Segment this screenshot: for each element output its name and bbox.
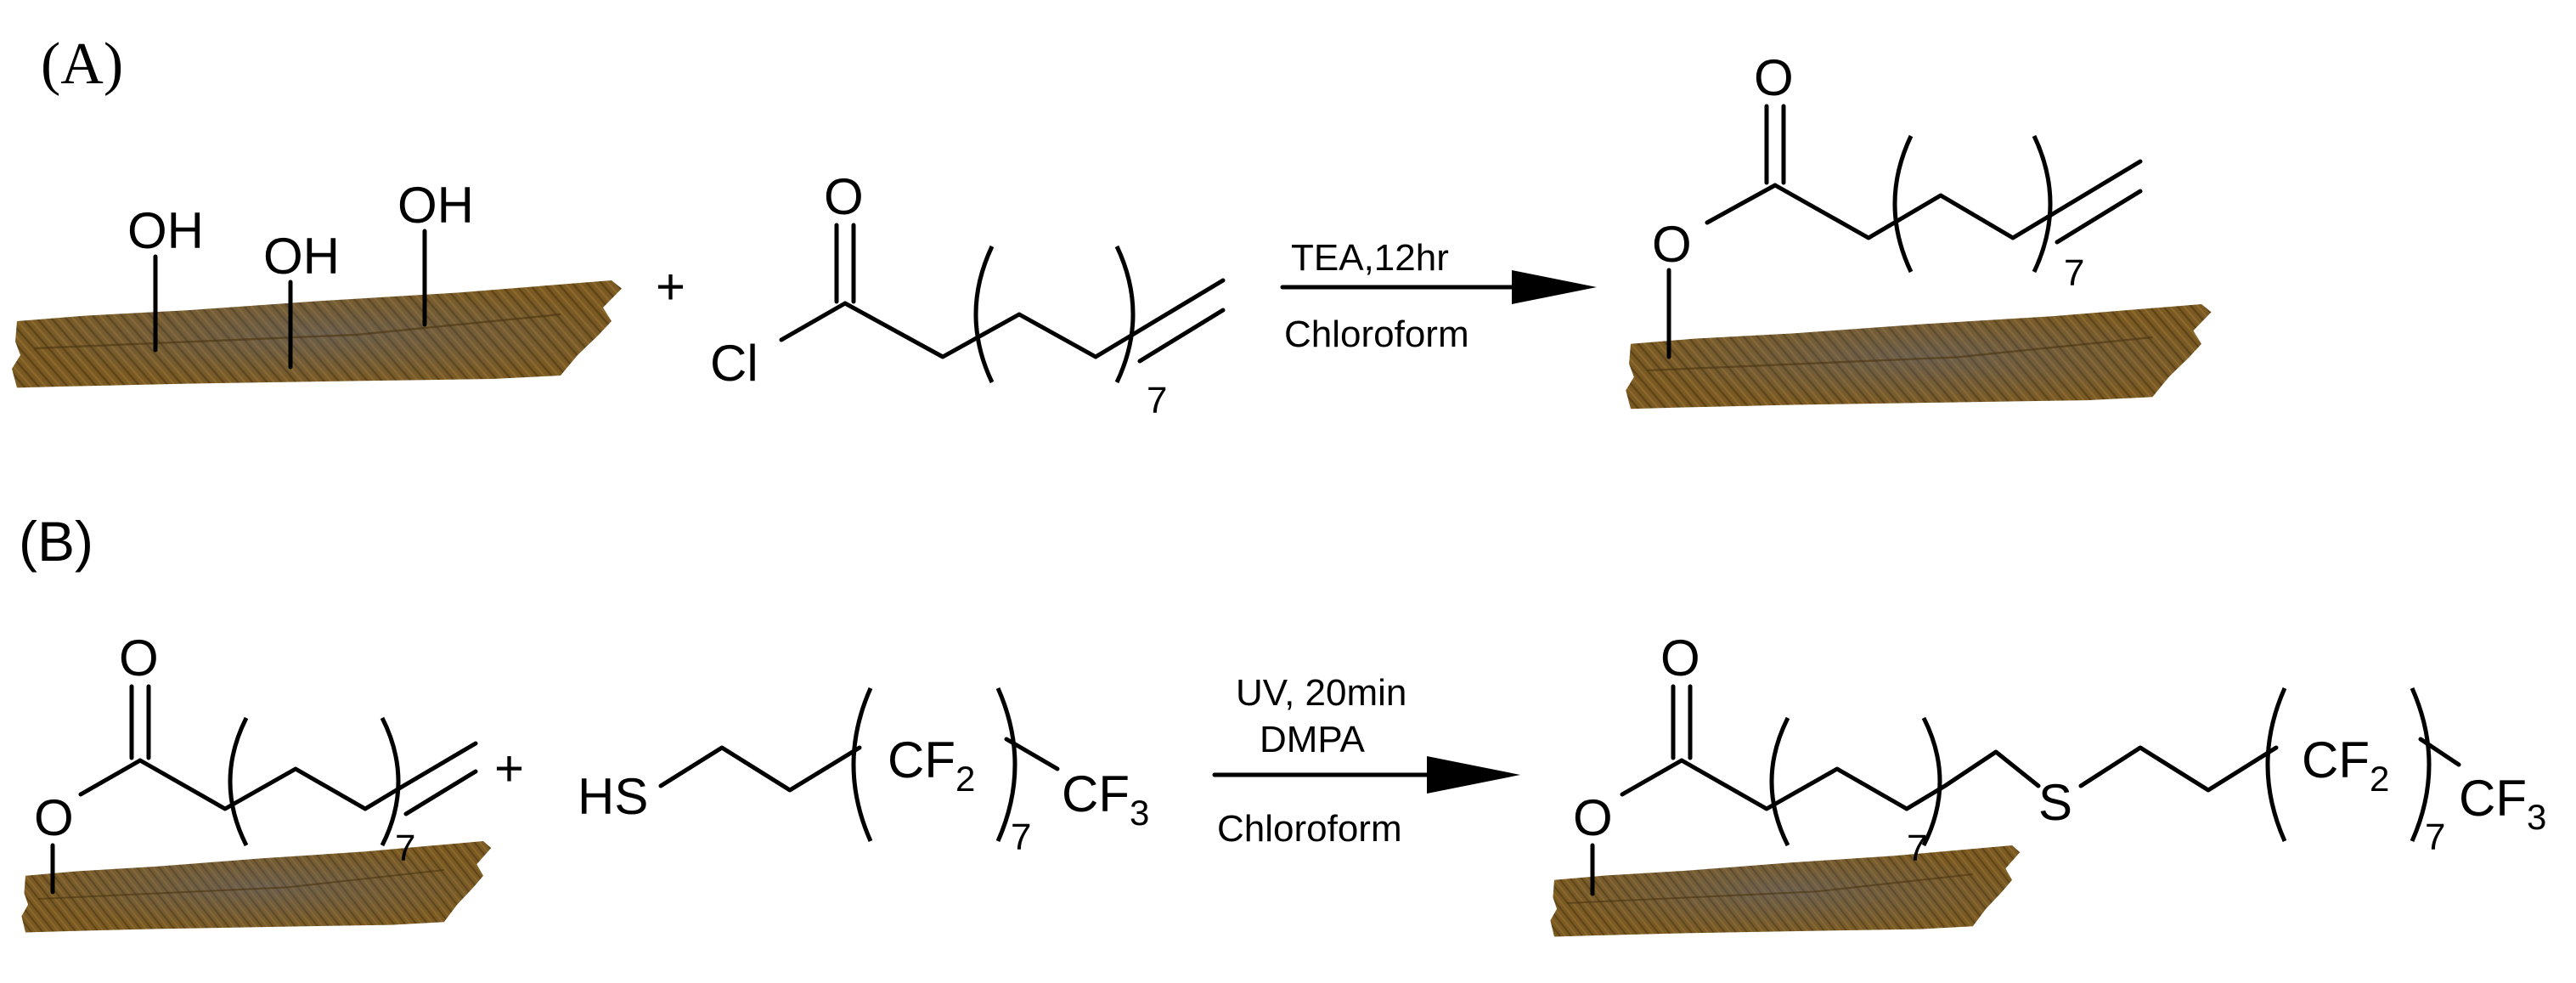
panel-label-b: (B)	[19, 510, 93, 573]
start-carbonyl-oxygen: O	[119, 630, 159, 686]
product-ester-oxygen: O	[1652, 216, 1692, 273]
oh-label-3: OH	[397, 177, 474, 234]
carbonyl-oxygen: O	[824, 168, 864, 225]
condition-solvent-a: Chloroform	[1284, 314, 1469, 355]
condition-tea: TEA,12hr	[1291, 237, 1449, 279]
thiol-cf3: CF3	[1062, 765, 1149, 833]
oh-label-1: OH	[127, 202, 204, 259]
product-repeat-count: 7	[2064, 252, 2084, 294]
final-cf2: CF2	[2302, 732, 2389, 799]
arrow-head-b	[1427, 756, 1520, 794]
condition-solvent-b: Chloroform	[1217, 808, 1402, 850]
final-ester-oxygen: O	[1573, 789, 1613, 846]
chlorine-atom: Cl	[710, 335, 758, 392]
thiol-hs: HS	[578, 768, 648, 825]
thiol-repeat-count: 7	[1011, 816, 1031, 858]
perfluoro-thiol: HS CF2 7 CF3	[578, 686, 1149, 858]
plus-sign-b: +	[494, 740, 524, 797]
repeat-count: 7	[1147, 380, 1167, 421]
start-ester-oxygen: O	[34, 789, 74, 846]
final-repeat-count-1: 7	[1907, 828, 1927, 869]
final-carbonyl-oxygen: O	[1660, 630, 1700, 686]
repeat-bracket-close	[1114, 245, 1136, 384]
reaction-arrow-a: TEA,12hr Chloroform	[1280, 237, 1597, 355]
arrow-head-a	[1512, 270, 1597, 304]
product-carbonyl-oxygen: O	[1754, 49, 1794, 106]
repeat-bracket-open	[973, 245, 995, 384]
fluorinated-fiber-product: O O 7 S CF2 7 CF3	[1549, 630, 2546, 938]
reaction-arrow-b: UV, 20min DMPA Chloroform	[1212, 672, 1520, 850]
start-repeat-count: 7	[395, 828, 415, 869]
esterified-fiber-b: O O 7	[20, 630, 493, 934]
panel-label-a: (A)	[41, 31, 123, 97]
condition-dmpa: DMPA	[1260, 719, 1366, 760]
condition-uv: UV, 20min	[1236, 672, 1406, 714]
final-repeat-count-2: 7	[2425, 816, 2445, 858]
undecenoyl-chloride: O Cl 7	[710, 168, 1226, 421]
thiol-cf2: CF2	[888, 732, 975, 799]
oh-label-2: OH	[263, 228, 340, 285]
esterified-fiber-a: O O 7	[1624, 49, 2212, 410]
plus-sign-a: +	[656, 258, 685, 315]
wood-fiber-hydroxyl	[10, 279, 623, 389]
final-sulfur: S	[2038, 774, 2072, 831]
hydroxyl-groups: OH OH OH	[127, 177, 474, 370]
final-cf3: CF3	[2459, 770, 2546, 837]
